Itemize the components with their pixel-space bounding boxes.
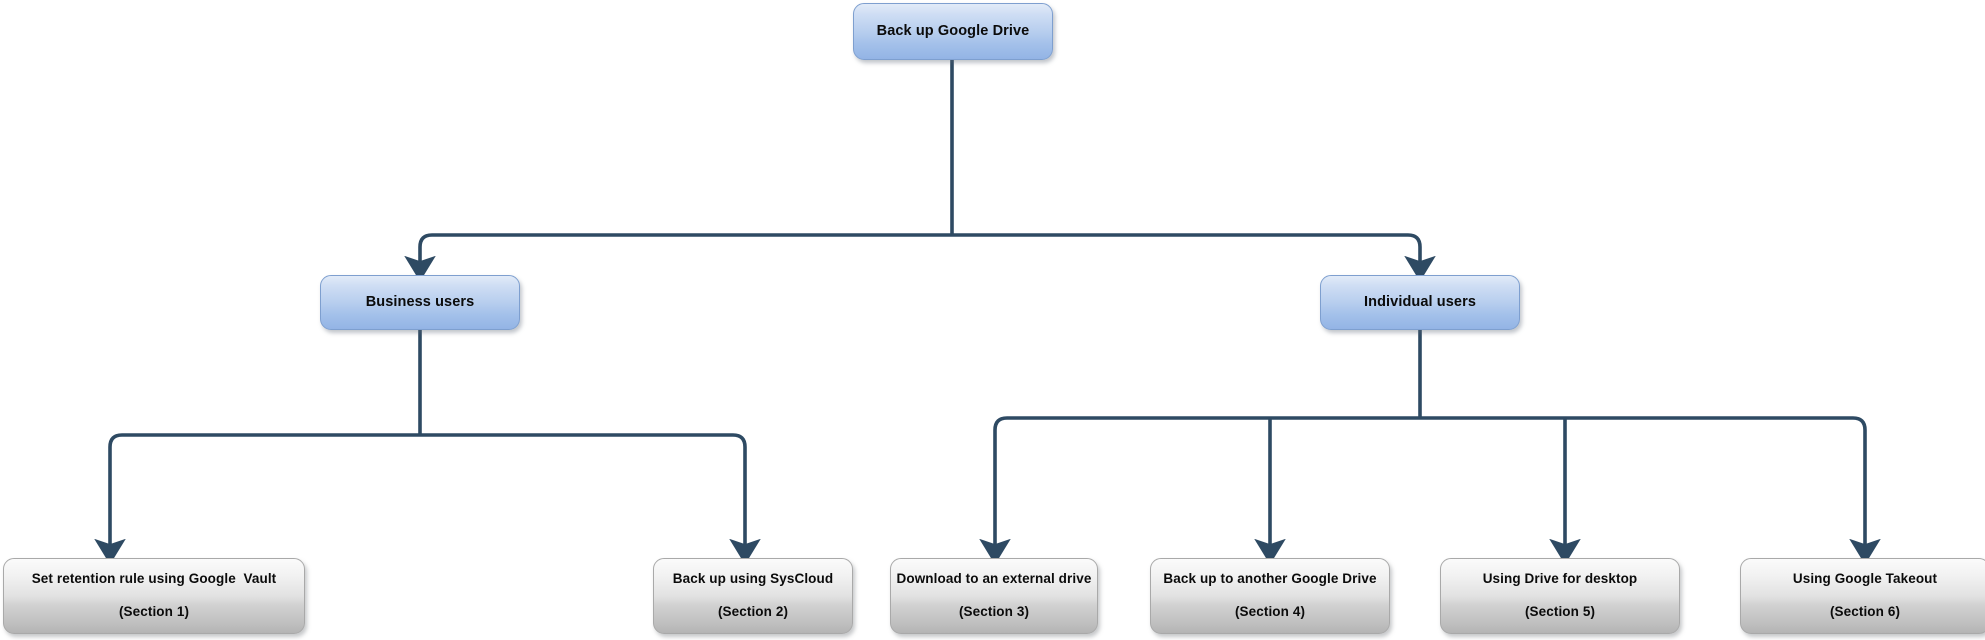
- node-label-section: (Section 3): [958, 604, 1030, 619]
- node-label-primary: Using Drive for desktop: [1482, 571, 1638, 587]
- node-label: Business users: [365, 294, 475, 311]
- node-label-section: (Section 5): [1524, 604, 1596, 619]
- node-label-section: (Section 4): [1234, 604, 1306, 619]
- node-label-primary: Download to an external drive: [896, 571, 1092, 587]
- edge-individual-to-section-3: [979, 416, 1420, 565]
- edge-root-to-business: [404, 233, 952, 282]
- edge-root-to-individual: [952, 233, 1436, 282]
- edge-business-to-section-1: [94, 433, 420, 565]
- node-label-primary: Back up to another Google Drive: [1163, 571, 1377, 587]
- node-label-primary: Back up using SysCloud: [672, 571, 834, 587]
- node-download-to-an-external-drive[interactable]: Download to an external drive (Section 3…: [890, 558, 1098, 634]
- node-business-users[interactable]: Business users: [320, 275, 520, 330]
- node-label: Individual users: [1364, 294, 1476, 311]
- node-back-up-using-syscloud[interactable]: Back up using SysCloud (Section 2): [653, 558, 853, 634]
- node-label-section: (Section 1): [118, 604, 190, 619]
- node-set-retention-rule-using-google-vault[interactable]: Set retention rule using Google Vault (S…: [3, 558, 305, 634]
- node-using-google-takeout[interactable]: Using Google Takeout (Section 6): [1740, 558, 1985, 634]
- node-back-up-google-drive[interactable]: Back up Google Drive: [853, 3, 1053, 60]
- node-using-drive-for-desktop[interactable]: Using Drive for desktop (Section 5): [1440, 558, 1680, 634]
- node-label-primary: Using Google Takeout: [1792, 571, 1938, 587]
- node-label-section: (Section 2): [717, 604, 789, 619]
- node-back-up-to-another-google-drive[interactable]: Back up to another Google Drive (Section…: [1150, 558, 1390, 634]
- node-label-section: (Section 6): [1829, 604, 1901, 619]
- node-label: Back up Google Drive: [876, 23, 1030, 40]
- edge-business-to-section-2: [420, 433, 761, 565]
- node-label-primary: Set retention rule using Google Vault: [31, 571, 277, 587]
- edge-individual-to-section-6: [1420, 416, 1881, 565]
- node-individual-users[interactable]: Individual users: [1320, 275, 1520, 330]
